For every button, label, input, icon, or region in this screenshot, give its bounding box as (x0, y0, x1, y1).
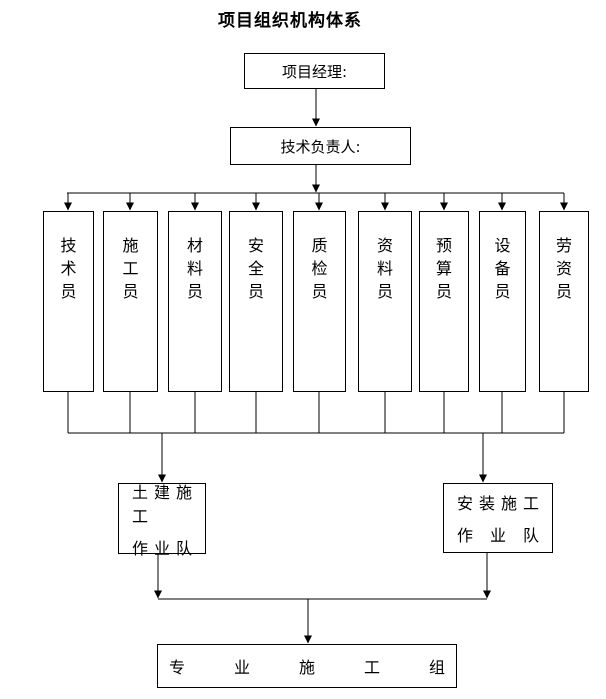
role-label: 设备员 (494, 236, 511, 301)
role-box-technician: 技术员 (43, 211, 94, 392)
role-box-equipment: 设备员 (479, 211, 526, 392)
page-title: 项目组织机构体系 (218, 11, 362, 31)
project-manager-box: 项目经理: (244, 53, 385, 89)
role-box-documents: 资料员 (358, 211, 412, 392)
role-label: 资料员 (376, 236, 393, 301)
role-box-budget: 预算员 (419, 211, 469, 392)
role-label: 劳资员 (555, 236, 572, 301)
role-label: 安全员 (247, 236, 264, 301)
role-box-quality-inspector: 质检员 (293, 211, 346, 392)
role-label: 预算员 (435, 236, 452, 301)
role-box-materials: 材料员 (168, 211, 222, 392)
role-label: 技术员 (60, 236, 77, 301)
team-line-1: 土建施工 (132, 482, 192, 526)
role-box-labor: 劳资员 (539, 211, 589, 392)
role-box-constructor: 施工员 (103, 211, 158, 392)
installation-team-box: 安 装 施 工 作 业 队 (443, 483, 553, 553)
team-line-2: 作 业 队 (457, 526, 539, 545)
professional-group-label: 专 业 施 工 组 (169, 658, 445, 677)
professional-group-box: 专 业 施 工 组 (157, 644, 457, 688)
project-manager-label: 项目经理: (281, 62, 348, 81)
role-label: 质检员 (311, 236, 328, 301)
civil-construction-team-box: 土建施工 作 业 队 (118, 483, 206, 558)
role-label: 材料员 (186, 236, 203, 301)
team-line-1: 安 装 施 工 (457, 494, 539, 513)
role-label: 施工员 (122, 236, 139, 301)
role-box-safety: 安全员 (229, 211, 283, 392)
technical-director-box: 技术负责人: (230, 127, 411, 165)
technical-director-label: 技术负责人: (280, 137, 361, 156)
team-line-2: 作 业 队 (132, 538, 192, 558)
